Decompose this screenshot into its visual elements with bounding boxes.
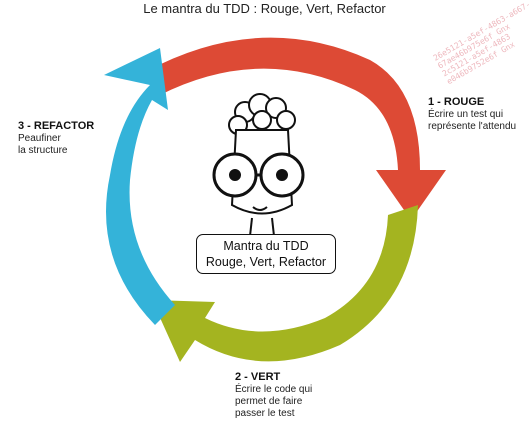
character-illustration bbox=[212, 93, 305, 237]
step-refactor-desc-2: la structure bbox=[18, 145, 68, 156]
hair bbox=[228, 93, 296, 135]
step-refactor-title: 3 - REFACTOR bbox=[18, 120, 95, 132]
step-vert-desc-3: passer le test bbox=[235, 408, 295, 419]
green-arrow bbox=[152, 205, 418, 362]
caption-line-2: Rouge, Vert, Refactor bbox=[205, 255, 327, 269]
step-rouge-desc-1: Écrire un test qui bbox=[428, 109, 504, 120]
step-vert: 2 - VERT Écrire le code qui permet de fa… bbox=[235, 371, 312, 420]
caption-line-1: Mantra du TDD bbox=[223, 239, 309, 253]
step-vert-title: 2 - VERT bbox=[235, 371, 281, 383]
red-arrow bbox=[145, 37, 446, 220]
step-rouge-title: 1 - ROUGE bbox=[428, 96, 485, 108]
step-refactor-desc-1: Peaufiner bbox=[18, 133, 61, 144]
step-rouge-desc-2: représente l'attendu bbox=[428, 121, 517, 132]
center-caption-box: Mantra du TDD Rouge, Vert, Refactor bbox=[196, 234, 336, 274]
step-rouge: 1 - ROUGE Écrire un test qui représente … bbox=[428, 96, 516, 133]
step-refactor: 3 - REFACTOR Peaufiner la structure bbox=[18, 120, 94, 157]
diagram-title: Le mantra du TDD : Rouge, Vert, Refactor bbox=[143, 1, 386, 16]
step-vert-desc-1: Écrire le code qui bbox=[235, 384, 313, 395]
step-vert-desc-2: permet de faire bbox=[235, 396, 303, 407]
blue-arrow bbox=[104, 48, 175, 325]
